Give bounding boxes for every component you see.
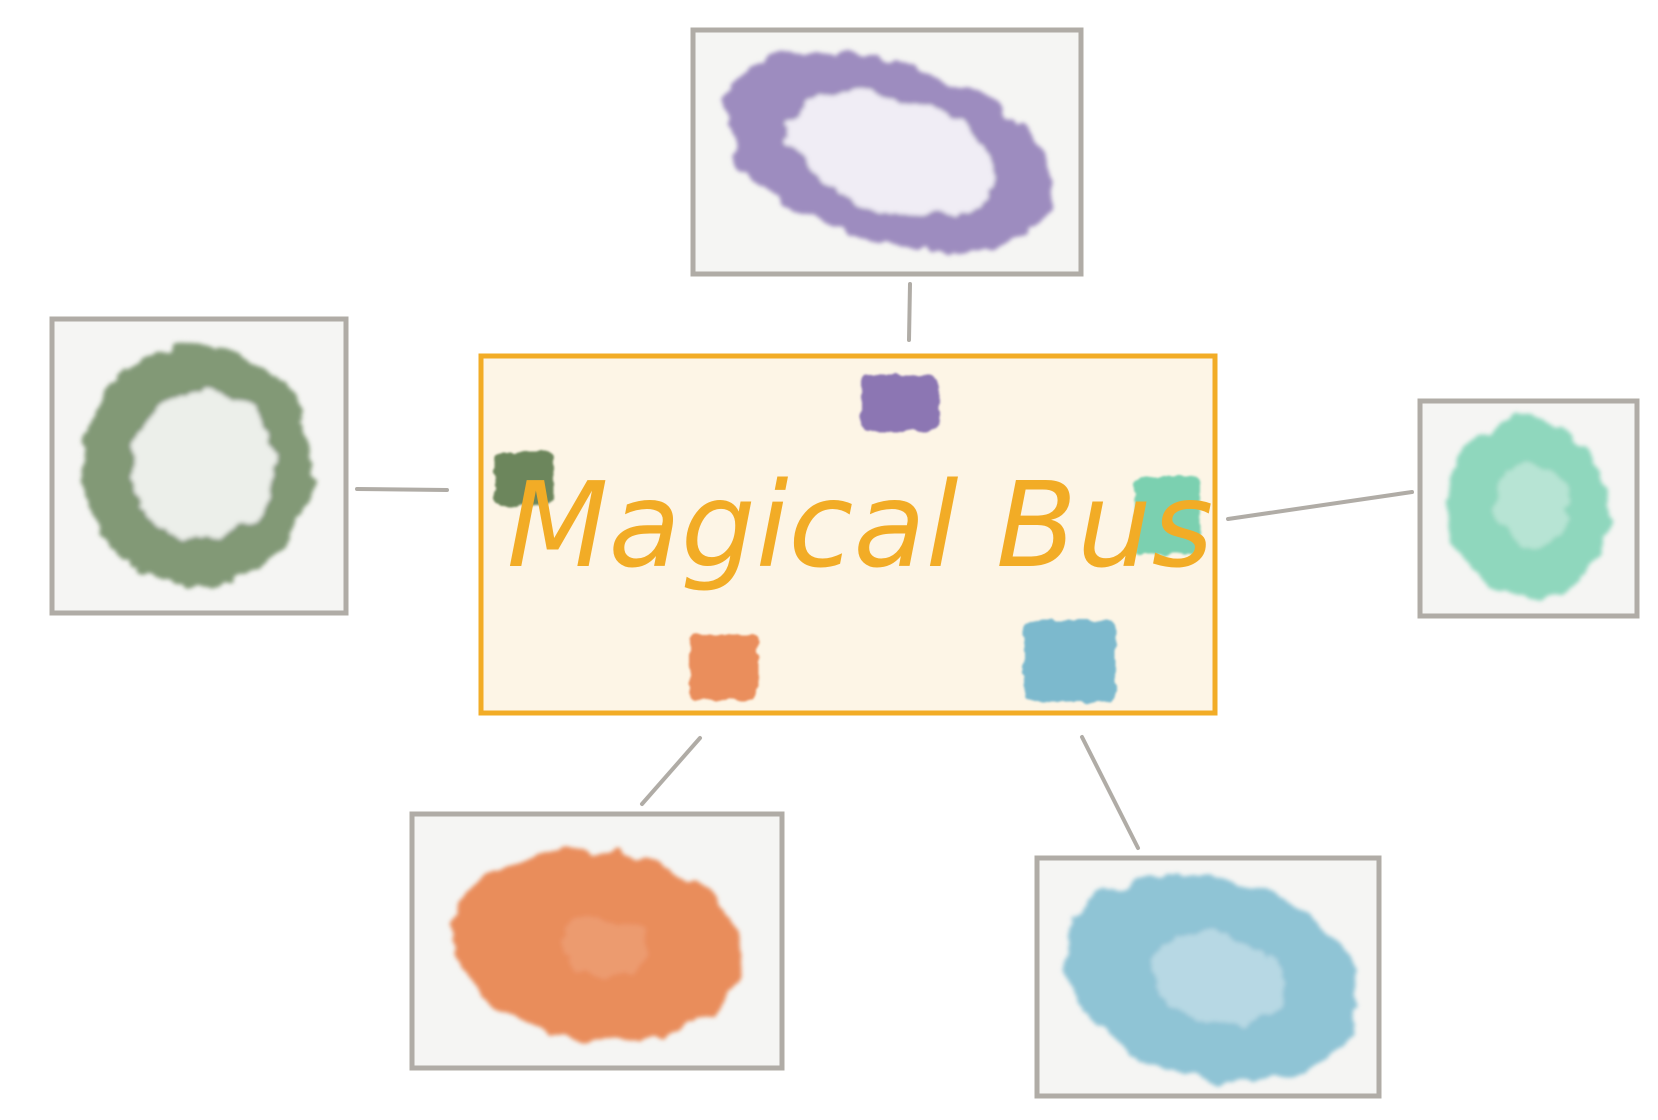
green-swatch — [495, 452, 553, 506]
connector-green — [355, 487, 449, 492]
connector-teal — [1226, 490, 1414, 521]
purple-blob — [722, 51, 1052, 253]
orange-blob — [452, 849, 742, 1043]
connector-purple — [907, 282, 912, 342]
blue-swatch — [1024, 620, 1116, 702]
watercolor-blobs — [82, 51, 1609, 1083]
purple-blob-highlight — [790, 91, 994, 216]
purple-swatch — [861, 375, 939, 431]
orange-swatch — [690, 634, 758, 700]
green-blob — [82, 346, 314, 586]
orange-blob-highlight — [558, 917, 646, 976]
teal-blob-highlight — [1496, 467, 1570, 549]
teal-blob — [1447, 419, 1609, 599]
green-blob-highlight — [131, 392, 275, 542]
blue-blob — [1064, 873, 1360, 1083]
bus-title: Magical Bus — [507, 456, 1214, 594]
connector-orange — [640, 736, 702, 806]
blue-blob-highlight — [1150, 932, 1284, 1027]
bus-swatches — [495, 375, 1200, 702]
teal-swatch — [1135, 476, 1200, 554]
connector-blue — [1080, 735, 1140, 850]
